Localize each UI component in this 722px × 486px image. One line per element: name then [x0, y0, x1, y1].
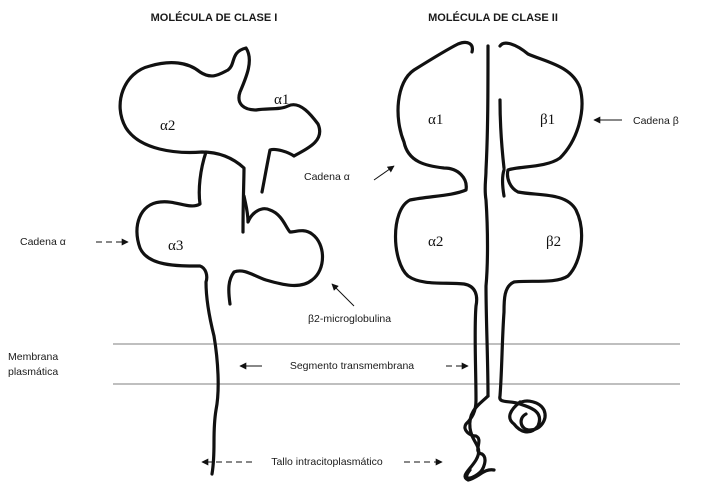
membrane-label-line1: Membrana: [8, 351, 58, 363]
label-cytoplasmic-tail: Tallo intracitoplasmático: [271, 456, 383, 468]
membrane-label-line2: plasmática: [8, 366, 58, 378]
arrow-b2-microglobulin: [332, 284, 354, 306]
class-two-beta2-label: β2: [546, 234, 561, 250]
class-one-molecule: [120, 48, 322, 474]
class-two-alpha-inner: [485, 46, 488, 396]
class-two-beta-inner: [500, 100, 504, 196]
label-class-one-alpha-chain: Cadena α: [20, 236, 66, 248]
class-one-a2-a3-link: [137, 152, 218, 474]
class-one-alpha2-label: α2: [160, 118, 175, 134]
title-class-one: MOLÉCULA DE CLASE I: [151, 11, 278, 24]
class-two-alpha2-label: α2: [428, 234, 443, 250]
label-transmembrane: Segmento transmembrana: [290, 360, 414, 372]
class-one-alpha1-label: α1: [274, 92, 289, 108]
title-class-two: MOLÉCULA DE CLASE II: [428, 11, 558, 24]
label-class-two-alpha-chain: Cadena α: [304, 171, 350, 183]
class-two-alpha1-label: α1: [428, 112, 443, 128]
class-two-beta-chain: [500, 43, 582, 432]
arrow-class-two-alpha-chain: [374, 166, 394, 180]
class-two-beta1-label: β1: [540, 112, 555, 128]
class-one-alpha3-label: α3: [168, 238, 183, 254]
label-class-two-beta-chain: Cadena β: [633, 115, 679, 127]
class-two-molecule: [396, 42, 582, 480]
label-b2-microglobulin: β2-microglobulina: [308, 313, 391, 325]
